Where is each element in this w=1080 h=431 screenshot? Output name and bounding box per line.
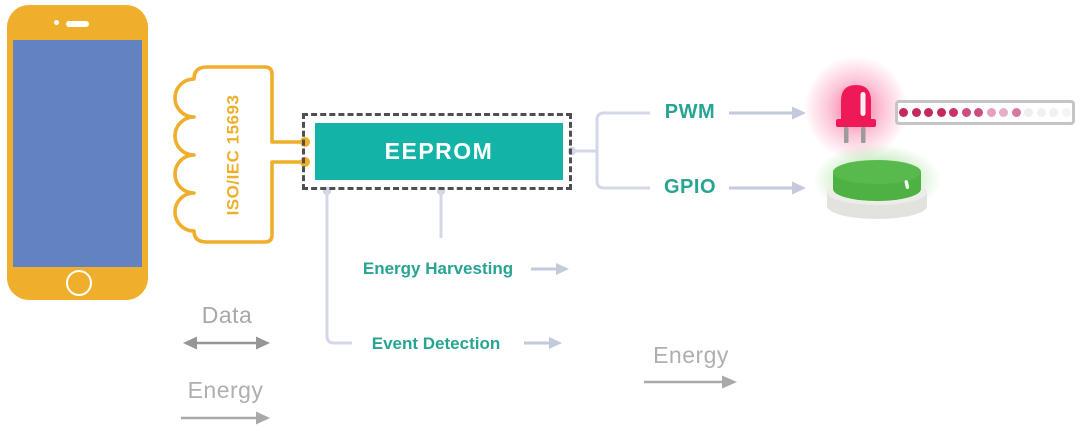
- gpio-label: GPIO: [663, 176, 716, 198]
- antenna-coil-outline: [173, 65, 306, 244]
- strip-dot: [1024, 108, 1034, 117]
- strip-dot: [1036, 108, 1046, 117]
- led-highlight: [860, 92, 866, 116]
- strip-dot: [999, 108, 1009, 117]
- phone-speaker-icon: [66, 21, 89, 27]
- push-button: [813, 144, 941, 219]
- energy-harvesting-arrow-head: [556, 263, 569, 275]
- led-strip: [895, 100, 1075, 125]
- energy-legend-label: Energy: [187, 377, 264, 403]
- output-arrows: [524, 106, 806, 349]
- pwm-arrow-head: [792, 106, 806, 120]
- antenna-standard-label: ISO/IEC 15693: [224, 95, 243, 216]
- led-leg: [861, 127, 866, 143]
- button-highlight: [904, 180, 910, 189]
- energy-flow-label: Energy: [653, 342, 729, 368]
- antenna-coil: ISO/IEC 15693: [173, 65, 310, 244]
- gpio-arrow-head: [792, 181, 806, 195]
- phone-camera-icon: [54, 20, 59, 25]
- legend-arrows: [181, 336, 737, 425]
- energy-legend-arrow-head: [256, 411, 270, 425]
- led-flange: [836, 119, 876, 127]
- smartphone: [7, 5, 148, 300]
- energy-harvesting-label: Energy Harvesting: [362, 259, 514, 278]
- strip-dot: [936, 108, 946, 117]
- pwm-gpio-branch: [595, 111, 650, 190]
- event-detection-arrow-head: [549, 337, 562, 349]
- phone-home-button-icon: [66, 270, 92, 296]
- data-arrow-right-head: [256, 336, 270, 350]
- strip-dot: [1061, 108, 1071, 117]
- energy-flow-arrow-head: [722, 375, 737, 389]
- button-cap-top: [833, 160, 921, 184]
- eeprom-label: EEPROM: [384, 138, 494, 164]
- strip-dot: [1049, 108, 1059, 117]
- strip-dot: [961, 108, 971, 117]
- eeprom-dashed-outline: [302, 113, 572, 190]
- led-body: [841, 85, 871, 122]
- strip-dot: [911, 108, 921, 117]
- data-arrow-left-head: [183, 336, 197, 350]
- strip-dot: [949, 108, 959, 117]
- eeprom-block: EEPROM: [315, 123, 563, 180]
- strip-dot: [899, 108, 909, 117]
- event-detection-connector: [325, 194, 352, 345]
- data-legend-label: Data: [201, 302, 253, 328]
- strip-dot: [974, 108, 984, 117]
- strip-dot: [924, 108, 934, 117]
- strip-dot: [1011, 108, 1021, 117]
- led: [804, 56, 908, 160]
- phone-screen: [13, 40, 142, 267]
- event-detection-label: Event Detection: [371, 334, 501, 353]
- pwm-label: PWM: [664, 101, 716, 123]
- strip-dot: [986, 108, 996, 117]
- led-leg: [844, 127, 849, 143]
